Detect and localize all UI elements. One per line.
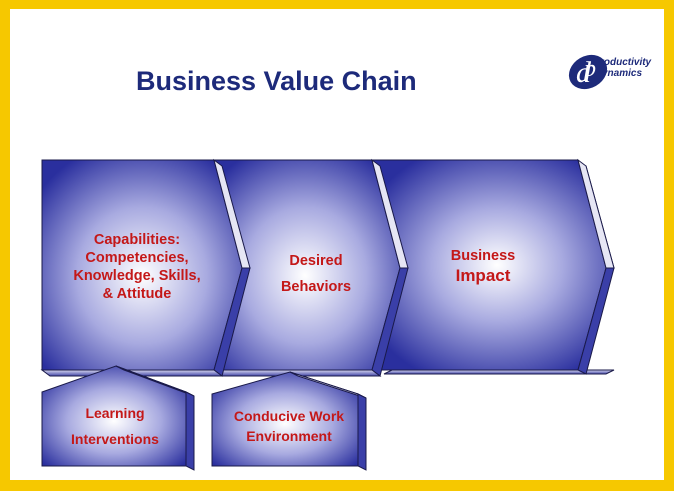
logo-text-line1: roductivity [600, 57, 652, 68]
support-conducive-work-environment [211, 371, 367, 471]
logo-text-line2: ynamics [602, 68, 643, 79]
impact-line-1: Business [450, 248, 516, 264]
impact-line-2: Impact [455, 266, 511, 285]
capabilities-line-3: Knowledge, Skills, [73, 268, 201, 284]
svg-text:p: p [582, 56, 596, 82]
chevron-capabilities [40, 158, 251, 377]
capabilities-line-4: & Attitude [102, 286, 172, 302]
behaviors-line-2: Behaviors [280, 279, 352, 295]
capabilities-line-1: Capabilities: [93, 232, 181, 248]
chevron-label-capabilities: Capabilities: Competencies, Knowledge, S… [46, 231, 228, 303]
logo-mark-icon: d p [568, 54, 608, 90]
support-label-learning: Learning Interventions [40, 400, 190, 452]
chevron-label-desired-behaviors: Desired Behaviors [256, 248, 376, 300]
support-label-conducive: Conducive Work Environment [214, 406, 364, 446]
capabilities-line-2: Competencies, [85, 250, 189, 266]
behaviors-line-1: Desired [289, 253, 343, 269]
learning-line-1: Learning [85, 405, 145, 421]
svg-text:d: d [576, 56, 592, 89]
chevron-desired-behaviors [208, 158, 409, 377]
slide-title: Business Value Chain [136, 66, 417, 96]
chevron-label-business-impact: Business Impact [418, 247, 548, 287]
learning-line-2: Interventions [71, 431, 159, 447]
conducive-line-1: Conducive Work [233, 408, 345, 424]
support-learning-interventions [41, 365, 195, 471]
conducive-line-2: Environment [246, 428, 332, 444]
chevron-business-impact [362, 158, 615, 375]
productivity-dynamics-logo: d p roductivity ynamics [562, 46, 674, 106]
